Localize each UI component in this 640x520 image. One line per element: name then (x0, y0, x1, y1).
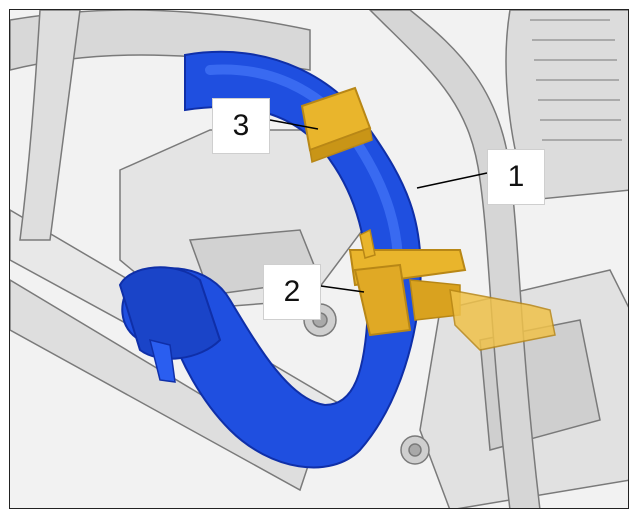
diagram-frame: 1 2 3 (9, 9, 629, 509)
callout-label-1: 1 (487, 149, 545, 205)
leader-line-3 (269, 119, 319, 130)
hose-clamp-holder (348, 228, 556, 351)
leader-line-1 (416, 172, 488, 189)
leader-lines (269, 119, 488, 293)
engine-bay-drawing (10, 10, 628, 508)
hose-clamp (300, 86, 373, 164)
leader-line-2 (320, 285, 365, 293)
callout-label-3: 3 (212, 98, 270, 154)
callout-label-2: 2 (263, 264, 321, 320)
